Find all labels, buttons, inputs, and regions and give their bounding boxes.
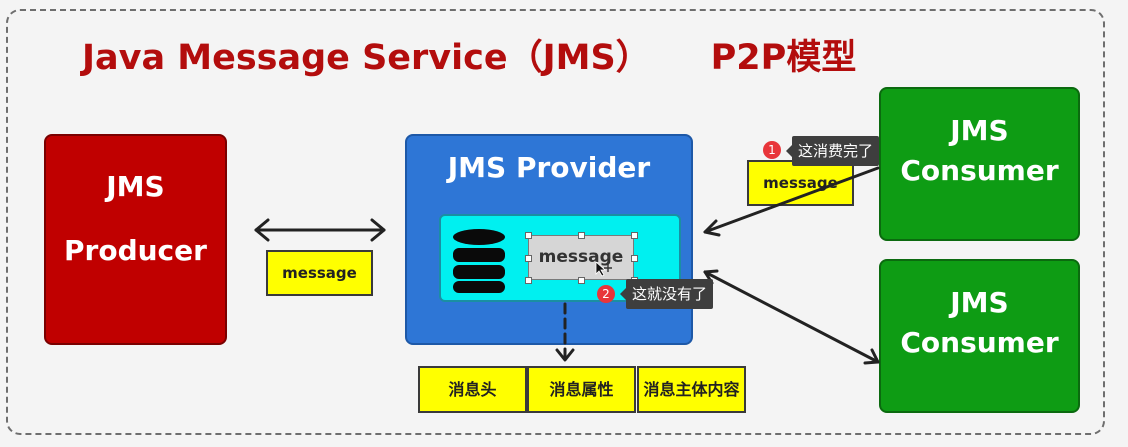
annotation-badge-2[interactable]: 2: [597, 285, 615, 303]
resize-handle[interactable]: [525, 277, 532, 284]
jms-provider-box: JMS Provider: [405, 134, 693, 345]
annotation-tooltip-2: 这就没有了: [619, 279, 714, 309]
resize-handle[interactable]: [578, 277, 585, 284]
arrow-head-right: [370, 218, 386, 242]
provider-title: JMS Provider: [447, 151, 651, 184]
cursor-icon: [595, 261, 612, 277]
title-model-text: P2P模型: [710, 38, 857, 78]
resize-handle[interactable]: [631, 255, 638, 262]
resize-handle[interactable]: [525, 255, 532, 262]
producer-message-box: message: [266, 250, 373, 296]
consumer1-arrow-head: [703, 219, 721, 237]
resize-handle[interactable]: [578, 232, 585, 239]
selected-message[interactable]: message: [528, 235, 634, 280]
consumer1-arrow: [703, 166, 880, 234]
consumer1-line1: JMS: [950, 114, 1009, 147]
jms-consumer-box-1: JMS Consumer: [879, 87, 1080, 241]
producer-line2: Producer: [64, 234, 207, 267]
annotation-badge-1[interactable]: 1: [763, 141, 781, 159]
diagram-title: Java Message Service（JMS） P2P模型: [82, 30, 856, 86]
consumer-message-box: message: [747, 160, 854, 206]
title-text: Java Message Service（JMS）: [82, 38, 651, 78]
arrow-head-left: [254, 218, 270, 242]
jms-consumer-box-2: JMS Consumer: [879, 259, 1080, 413]
consumer2-line1: JMS: [950, 286, 1009, 319]
jms-producer-box: JMS Producer: [44, 134, 227, 345]
message-part-properties: 消息属性: [527, 366, 636, 413]
consumer2-arrow: [703, 270, 880, 364]
consumer2-arrow-head-bottom: [863, 348, 880, 365]
consumer1-line2: Consumer: [900, 154, 1059, 187]
annotation-tooltip-1: 这消费完了: [785, 136, 880, 166]
parts-arrow-head: [555, 348, 575, 362]
diagram-frame: [6, 9, 1105, 435]
producer-line1: JMS: [106, 170, 165, 203]
message-part-header: 消息头: [418, 366, 527, 413]
resize-handle[interactable]: [525, 232, 532, 239]
resize-handle[interactable]: [631, 232, 638, 239]
consumer2-line2: Consumer: [900, 326, 1059, 359]
message-part-body: 消息主体内容: [637, 366, 746, 413]
database-icon: [453, 229, 505, 293]
